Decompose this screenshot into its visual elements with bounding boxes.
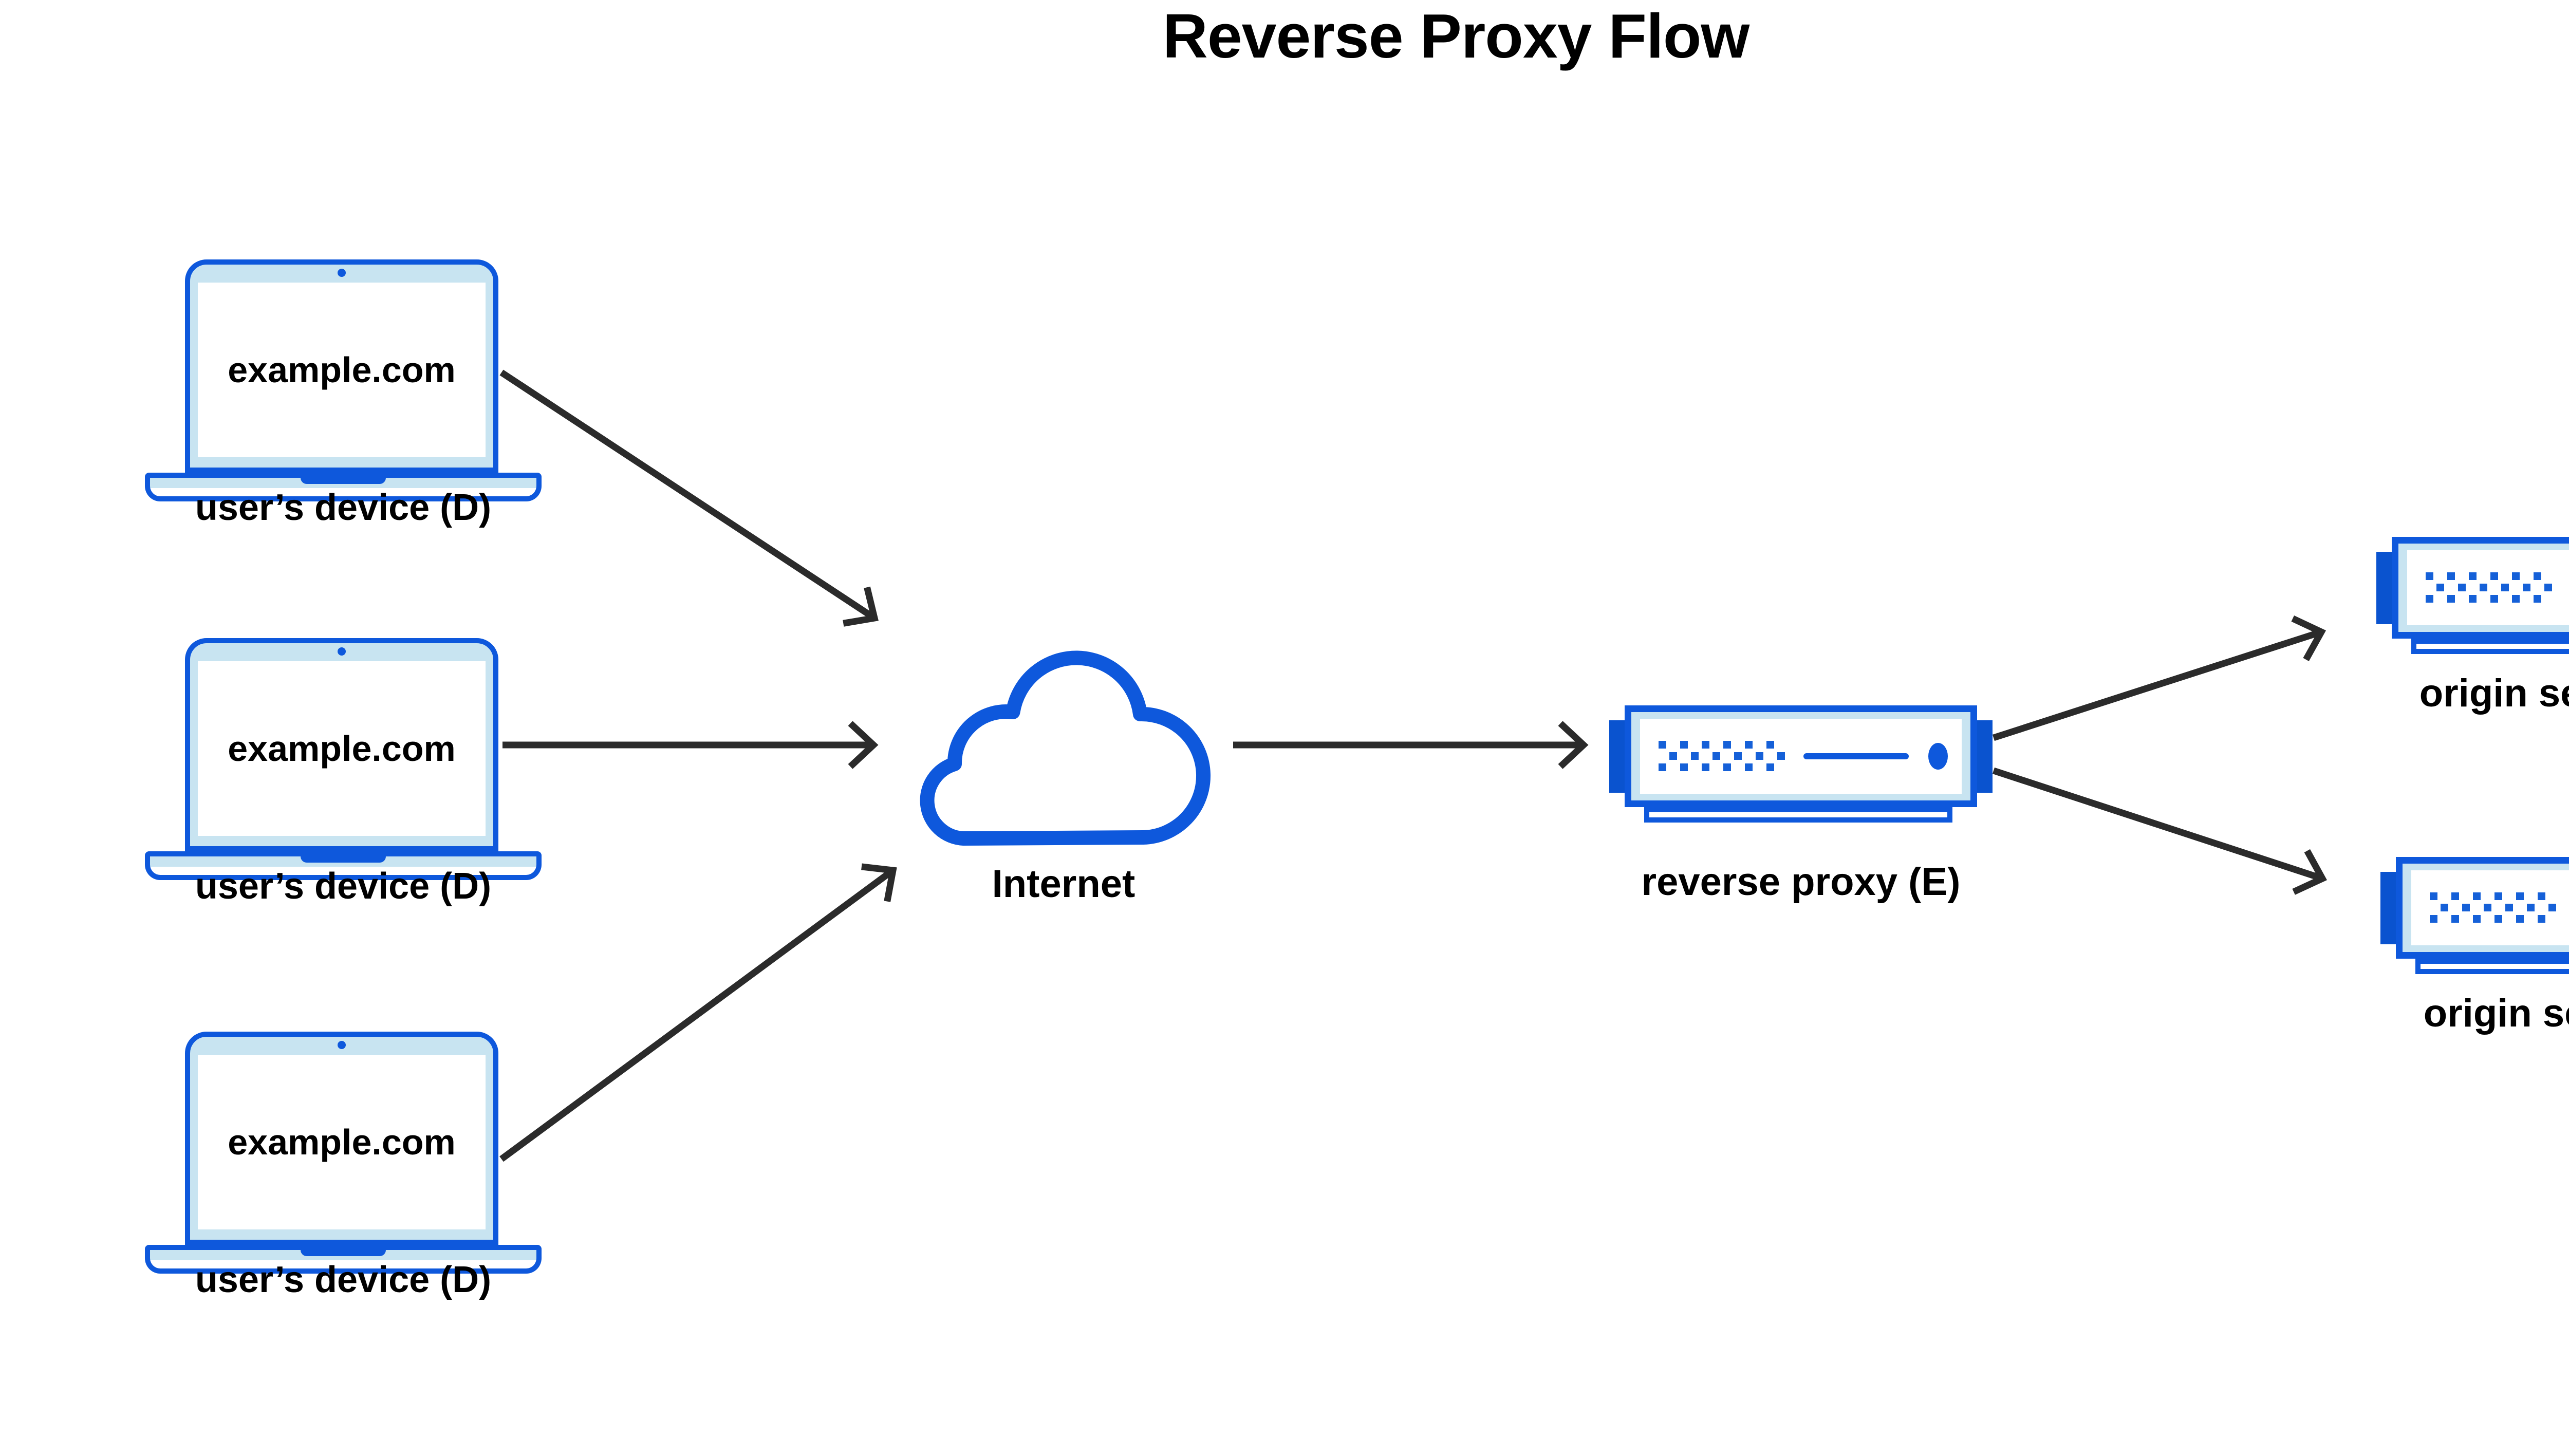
origin-server-label: origin server (F) — [2423, 991, 2569, 1035]
origin-server-node-1: origin server (F) — [2376, 537, 2569, 753]
arrow-device1-to-internet — [499, 369, 879, 627]
laptop-notch — [301, 851, 386, 863]
screen-url-label: example.com — [228, 350, 456, 390]
origin-server-label: origin server (F) — [2419, 671, 2569, 715]
laptop-screen: example.com — [198, 1055, 486, 1229]
server-vents-pattern — [1659, 741, 1666, 749]
server-led-icon — [1928, 743, 1948, 770]
server-vents-pattern — [2430, 892, 2437, 900]
server-ear-left — [2376, 552, 2394, 624]
server-slot-line — [1803, 753, 1909, 759]
page-title: Reverse Proxy Flow — [1162, 1, 1750, 71]
camera-icon — [338, 647, 346, 656]
server-shadow — [1644, 807, 1952, 823]
device-node-3: example.com user’s device (D) — [145, 1032, 542, 1330]
arrow-device3-to-internet — [499, 863, 897, 1162]
laptop-screen: example.com — [198, 283, 486, 457]
device-node-2: example.com user’s device (D) — [145, 638, 542, 936]
server-ear-left — [1609, 720, 1627, 793]
reverse-proxy-node: reverse proxy (E) — [1609, 705, 1993, 921]
laptop-screen: example.com — [198, 661, 486, 836]
laptop-notch — [301, 1245, 386, 1256]
server-panel — [2411, 870, 2569, 945]
server-panel — [1640, 719, 1962, 794]
server-ear-left — [2380, 872, 2398, 944]
laptop-notch — [301, 473, 386, 484]
device-caption: user’s device (D) — [195, 1259, 492, 1300]
arrow-proxy-to-origin1 — [1993, 615, 2326, 741]
origin-server-node-2: origin server (F) — [2380, 857, 2569, 1073]
device-caption: user’s device (D) — [195, 866, 492, 907]
camera-icon — [338, 1041, 346, 1049]
camera-icon — [338, 269, 346, 277]
server-vents-pattern — [2426, 572, 2433, 580]
screen-url-label: example.com — [228, 729, 456, 769]
server-shadow — [2411, 639, 2569, 654]
reverse-proxy-label: reverse proxy (E) — [1641, 860, 1961, 904]
cloud-shape — [920, 650, 1211, 846]
server-panel — [2407, 550, 2569, 625]
server-ear-right — [1975, 720, 1993, 793]
arrow-proxy-to-origin2 — [1992, 767, 2328, 895]
internet-label: Internet — [992, 862, 1135, 906]
server-shadow — [2415, 959, 2569, 974]
screen-url-label: example.com — [228, 1122, 456, 1162]
device-caption: user’s device (D) — [195, 487, 492, 528]
device-node-1: example.com user’s device (D) — [145, 259, 542, 557]
cloud-icon — [920, 650, 1211, 846]
